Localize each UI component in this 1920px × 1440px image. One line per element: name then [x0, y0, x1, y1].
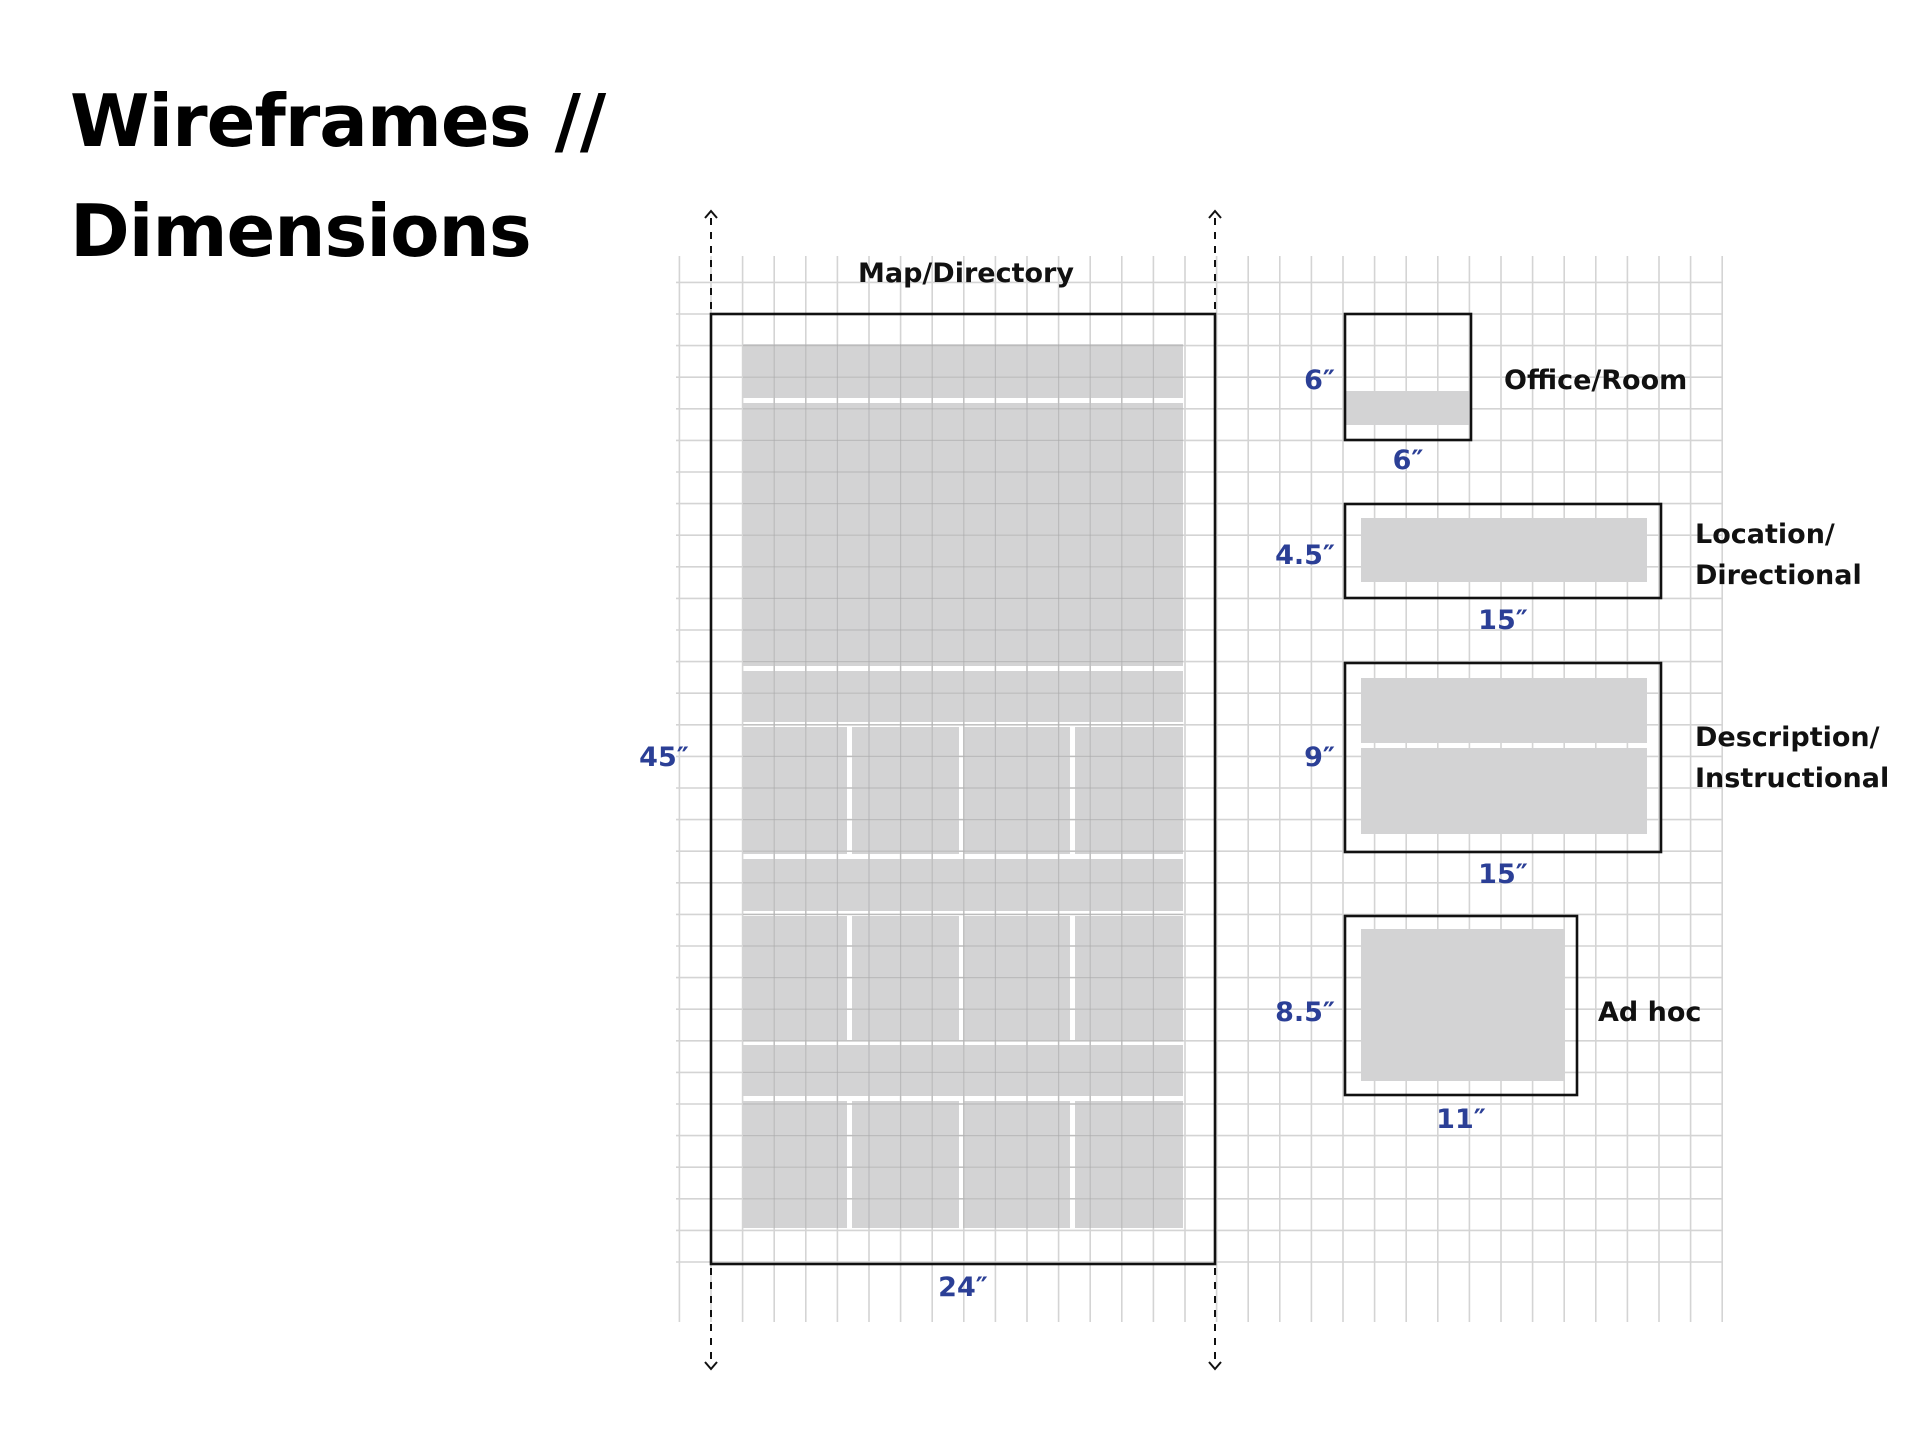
title-line-1: Wireframes // [70, 79, 606, 163]
description-instructional-label-line-1: Description/ [1695, 722, 1880, 753]
description-instructional-block-top [1361, 678, 1647, 743]
map-directory-width: 24″ [938, 1272, 988, 1303]
sign-map-directory: Map/Directory 45″ 24″ [639, 209, 1222, 1371]
map-content-blocks [743, 344, 1183, 1228]
office-room-label: Office/Room [1504, 365, 1687, 396]
description-instructional-label-line-2: Instructional [1695, 763, 1889, 794]
map-content-block [743, 344, 1183, 398]
map-tile-block [964, 727, 1070, 854]
arrow-up-icon [704, 209, 718, 219]
map-grid-overlay [743, 344, 1183, 1228]
arrow-up-icon [1208, 209, 1222, 219]
sign-location-directional: Location/ Directional 4.5″ 15″ [1275, 502, 1862, 636]
arrow-down-icon [1208, 1361, 1222, 1371]
map-content-block [743, 1045, 1183, 1096]
location-directional-block [1361, 518, 1647, 582]
map-content-block [743, 859, 1183, 911]
location-directional-label-line-1: Location/ [1695, 519, 1835, 550]
map-tile-block [852, 727, 959, 854]
description-instructional-block-bottom [1361, 748, 1647, 834]
map-directory-height: 45″ [639, 742, 689, 773]
description-instructional-height: 9″ [1304, 742, 1335, 773]
ad-hoc-frame [1343, 914, 1579, 1097]
map-tile-block [743, 727, 847, 854]
map-tile-block [852, 1101, 959, 1228]
office-room-block [1345, 391, 1470, 425]
sign-ad-hoc: Ad hoc 8.5″ 11″ [1275, 914, 1701, 1135]
map-tile-block [1075, 727, 1183, 854]
map-tile-block [743, 1101, 847, 1228]
location-directional-height: 4.5″ [1275, 540, 1335, 571]
map-content-block [743, 671, 1183, 722]
location-directional-frame [1343, 502, 1663, 600]
location-directional-width: 15″ [1478, 605, 1528, 636]
map-tile-block [964, 1101, 1070, 1228]
ad-hoc-width: 11″ [1436, 1104, 1486, 1135]
office-room-frame [1343, 312, 1473, 442]
page-title: Wireframes // Dimensions [70, 66, 606, 286]
sign-description-instructional: Description/ Instructional 9″ 15″ [1304, 661, 1889, 890]
description-instructional-width: 15″ [1478, 859, 1528, 890]
location-directional-label-line-2: Directional [1695, 560, 1862, 591]
office-room-height: 6″ [1304, 365, 1335, 396]
sign-office-room: Office/Room 6″ 6″ [1304, 312, 1687, 476]
description-instructional-frame [1343, 661, 1663, 854]
title-line-2: Dimensions [70, 189, 532, 273]
arrow-down-icon [704, 1361, 718, 1371]
ad-hoc-block [1361, 929, 1565, 1081]
ad-hoc-height: 8.5″ [1275, 997, 1335, 1028]
map-directory-frame [709, 312, 1217, 1266]
ad-hoc-label: Ad hoc [1598, 997, 1701, 1028]
map-tile-block [1075, 1101, 1183, 1228]
map-content-block [743, 403, 1183, 666]
map-directory-label: Map/Directory [858, 258, 1074, 289]
office-room-width: 6″ [1393, 445, 1424, 476]
